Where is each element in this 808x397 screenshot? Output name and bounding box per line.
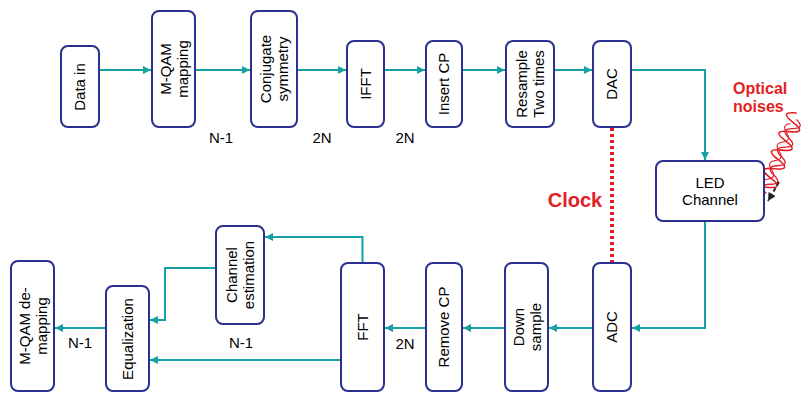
box-label: M-QAM mapping xyxy=(156,21,191,117)
signal-arrow xyxy=(632,70,705,160)
signal-arrow xyxy=(150,268,215,320)
process-box: Resample Two times xyxy=(505,40,555,128)
process-box: IFFT xyxy=(346,40,385,128)
text-block: IFFT xyxy=(357,46,374,122)
noise-label: Optical noises xyxy=(733,80,805,117)
process-box: DAC xyxy=(592,40,632,128)
signal-arrow xyxy=(100,69,151,71)
signal-arrow xyxy=(385,327,425,329)
process-box: Equalization xyxy=(105,285,150,392)
process-box: M-QAM de-mapping xyxy=(10,260,55,392)
process-box: M-QAM mapping xyxy=(151,10,196,128)
sample-count: 2N xyxy=(310,129,333,146)
process-box: Channel estimation xyxy=(215,225,265,325)
box-label: LED Channel xyxy=(675,174,745,209)
text-block: Down sample xyxy=(509,297,544,357)
text-block: FFT xyxy=(354,272,371,382)
sample-count: 2N xyxy=(393,335,416,352)
signal-arrow xyxy=(55,327,105,329)
box-label: Equalization xyxy=(119,291,136,386)
text-block: Remove CP xyxy=(435,272,452,382)
text-block: Conjugate symmetry xyxy=(257,21,292,117)
box-label: Resample Two times xyxy=(513,46,548,122)
box-label: Data in xyxy=(71,52,88,122)
process-box: Data in xyxy=(60,45,100,128)
signal-arrow xyxy=(385,69,425,71)
signal-arrow xyxy=(265,237,363,262)
noise-pointer xyxy=(768,182,779,201)
process-box: ADC xyxy=(592,262,632,392)
text-block: DAC xyxy=(603,46,620,122)
box-label: FFT xyxy=(354,272,371,382)
box-label: Conjugate symmetry xyxy=(257,21,292,117)
light-wave xyxy=(760,122,794,190)
box-label: Remove CP xyxy=(435,272,452,382)
signal-arrow xyxy=(463,69,505,71)
text-block: ADC xyxy=(603,272,620,382)
sample-count: N-1 xyxy=(227,334,255,351)
text-block: Resample Two times xyxy=(513,46,548,122)
box-label: IFFT xyxy=(357,46,374,122)
clock-link xyxy=(610,128,614,262)
signal-arrow xyxy=(555,69,592,71)
text-block: Data in xyxy=(71,52,88,122)
sample-count: N-1 xyxy=(66,334,94,351)
text-block: LED Channel xyxy=(675,174,745,209)
process-box: Insert CP xyxy=(425,40,463,128)
clock-label: Clock xyxy=(546,189,604,212)
box-label: ADC xyxy=(603,272,620,382)
box-label: Insert CP xyxy=(435,46,452,122)
text-block: Channel estimation xyxy=(223,235,258,315)
box-label: M-QAM de-mapping xyxy=(15,271,50,381)
text-block: M-QAM mapping xyxy=(156,21,191,117)
box-label: Channel estimation xyxy=(223,235,258,315)
process-box: LED Channel xyxy=(655,160,765,222)
signal-arrow xyxy=(549,327,592,329)
sample-count: 2N xyxy=(393,129,416,146)
box-label: Down sample xyxy=(509,297,544,357)
text-block: Insert CP xyxy=(435,46,452,122)
signal-arrow xyxy=(298,69,346,71)
sample-count: N-1 xyxy=(207,129,235,146)
signal-arrow xyxy=(150,359,340,361)
text-block: Equalization xyxy=(119,291,136,386)
process-box: Conjugate symmetry xyxy=(250,10,298,128)
signal-arrow xyxy=(463,327,504,329)
box-label: DAC xyxy=(603,46,620,122)
light-wave xyxy=(761,117,802,196)
signal-arrow xyxy=(632,222,705,328)
process-box: Remove CP xyxy=(425,262,463,392)
text-block: M-QAM de-mapping xyxy=(15,271,50,381)
process-box: FFT xyxy=(340,262,385,392)
process-box: Down sample xyxy=(504,262,549,392)
signal-arrow xyxy=(196,69,250,71)
